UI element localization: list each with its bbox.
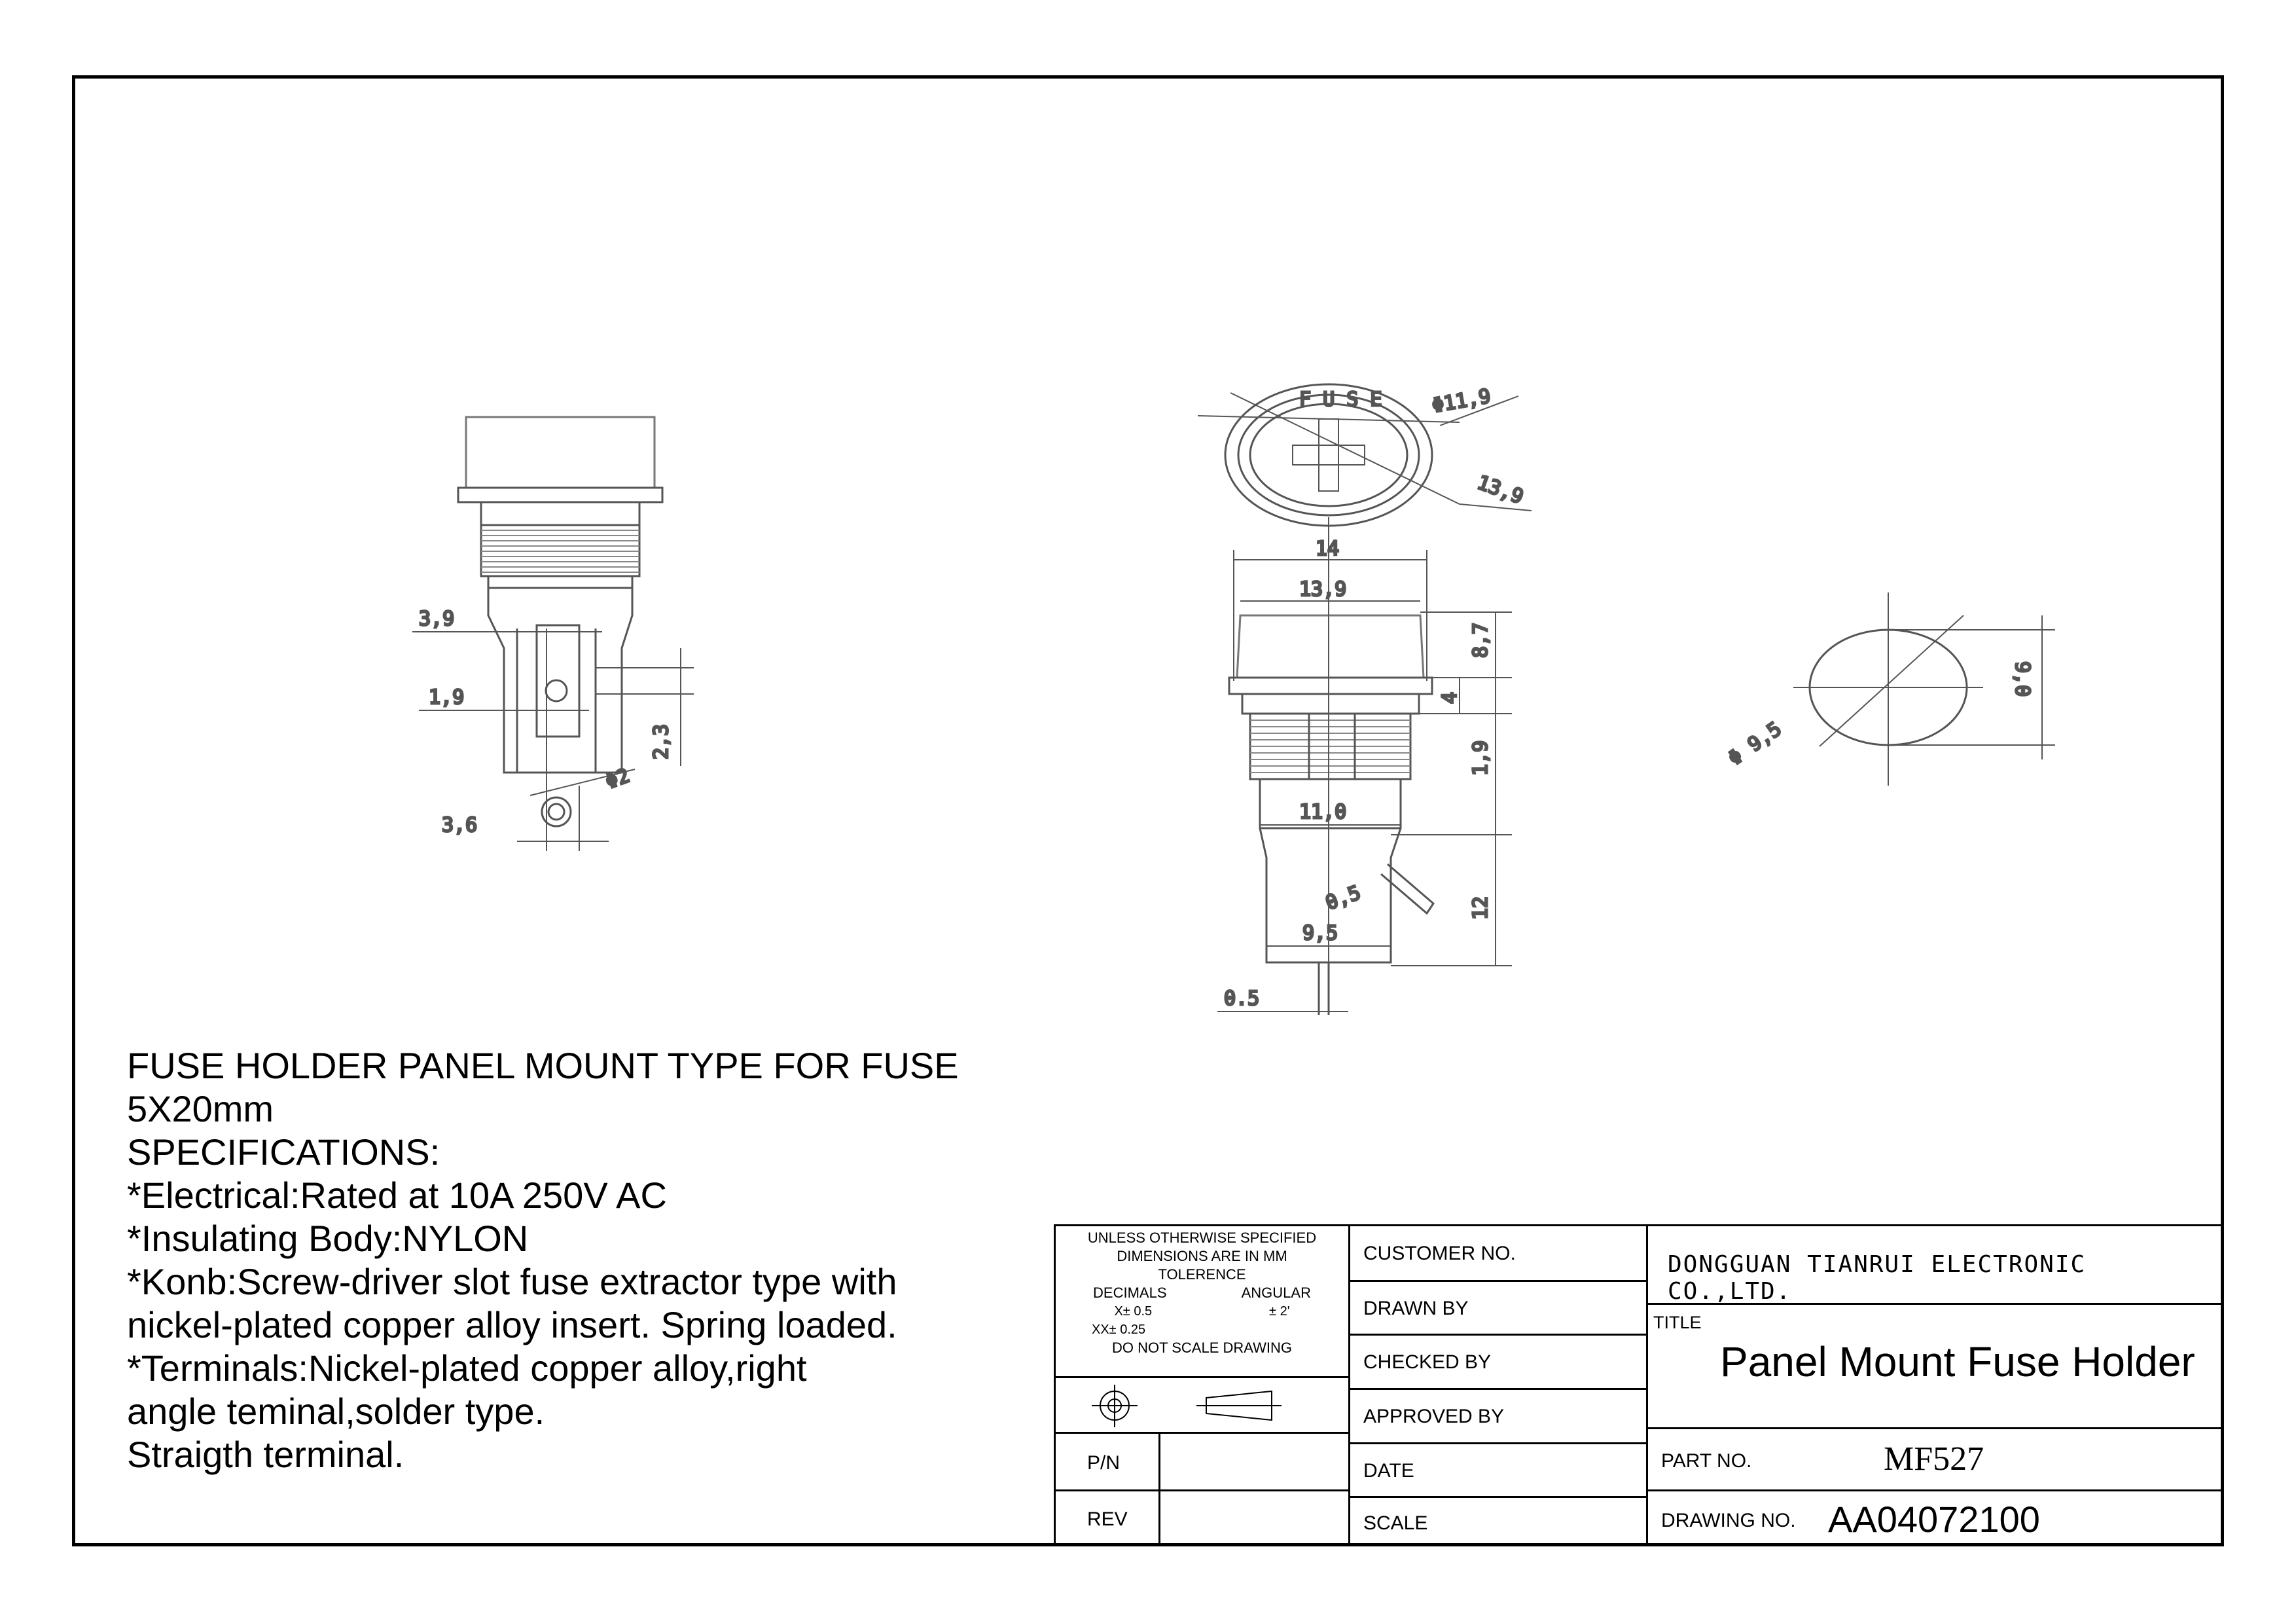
rev-value-cell (1158, 1489, 1348, 1546)
pn-label-cell: P/N (1054, 1432, 1158, 1489)
dim-side-3-6: 3,6 (442, 814, 477, 837)
tolerance-note-3: TOLERENCE (1158, 1266, 1246, 1283)
rev-label-cell: REV (1054, 1489, 1158, 1546)
dim-front-0-5-bottom: 0.5 (1224, 987, 1259, 1010)
dim-front-14: 14 (1316, 538, 1339, 560)
drawn-by-cell: DRAWN BY (1348, 1280, 1646, 1334)
rev-label: REV (1087, 1508, 1128, 1530)
angular-label: ANGULAR (1241, 1285, 1311, 1301)
spec-line: FUSE HOLDER PANEL MOUNT TYPE FOR FUSE (127, 1045, 959, 1086)
spec-line: SPECIFICATIONS: (127, 1131, 440, 1173)
panel-cutout (1793, 593, 2055, 786)
do-not-scale: DO NOT SCALE DRAWING (1111, 1340, 1293, 1356)
checked-by-label: CHECKED BY (1363, 1351, 1492, 1373)
pn-label: P/N (1087, 1452, 1121, 1474)
customer-no-cell: CUSTOMER NO. (1348, 1224, 1646, 1280)
drawing-frame (72, 75, 2224, 1546)
xx-tolerance: XX± 0.25 (1092, 1322, 1146, 1337)
projection-symbol-icon (1092, 1385, 1282, 1427)
projection-symbol-cell (1054, 1376, 1348, 1432)
dim-top-13-9: 13,9 (1474, 471, 1526, 509)
angular-tolerance: ± 2' (1269, 1304, 1290, 1319)
tolerance-note-2: DIMENSIONS ARE IN MM (1117, 1248, 1287, 1264)
scale-label: SCALE (1363, 1512, 1428, 1534)
drawing-title: Panel Mount Fuse Holder (1720, 1338, 2195, 1385)
pn-value-cell (1158, 1432, 1348, 1489)
decimals-label: DECIMALS (1093, 1285, 1167, 1301)
checked-by-cell: CHECKED BY (1348, 1334, 1646, 1388)
title-block: UNLESS OTHERWISE SPECIFIED DIMENSIONS AR… (1054, 1224, 2224, 1546)
cap-marking: F U S E (1299, 388, 1382, 411)
dim-front-8-7: 8,7 (1469, 623, 1492, 658)
part-no-label: PART NO. (1661, 1450, 1752, 1472)
spec-line: Straigth terminal. (127, 1434, 404, 1475)
approved-by-cell: APPROVED BY (1348, 1388, 1646, 1442)
approved-by-label: APPROVED BY (1363, 1406, 1505, 1427)
spec-line: nickel-plated copper alloy insert. Sprin… (127, 1304, 897, 1345)
side-view (412, 416, 694, 851)
dim-cutout-9-0: 9,0 (2011, 661, 2034, 697)
top-view (1197, 383, 1532, 527)
date-cell: DATE (1348, 1442, 1646, 1496)
part-no-cell: PART NO. MF527 (1646, 1427, 2224, 1489)
drawing-no-cell: DRAWING NO. AA04072100 (1646, 1489, 2224, 1546)
spec-line: *Konb:Screw-driver slot fuse extractor t… (127, 1261, 897, 1302)
spec-line: 5X20mm (127, 1088, 274, 1129)
drawn-by-label: DRAWN BY (1363, 1298, 1469, 1319)
dim-cutout-phi9-5: Φ 9,5 (1725, 718, 1786, 770)
dim-side-2-3: 2,3 (650, 724, 673, 759)
dim-top-phi11-9: Φ11,9 (1430, 385, 1492, 418)
dim-side-phi2: Φ2 (603, 764, 633, 793)
spec-line: *Terminals:Nickel-plated copper alloy,ri… (127, 1347, 807, 1389)
title-label: TITLE (1653, 1313, 1702, 1332)
dim-front-9-5: 9,5 (1302, 922, 1338, 945)
dim-side-1-9: 1,9 (429, 686, 464, 709)
company-name: DONGGUAN TIANRUI ELECTRONIC CO.,LTD. (1668, 1251, 2087, 1305)
front-view (1217, 517, 1512, 1015)
dim-front-1-9: 1,9 (1469, 740, 1492, 776)
scale-cell: SCALE (1348, 1496, 1646, 1546)
x-tolerance: X± 0.5 (1114, 1304, 1153, 1319)
dim-front-4: 4 (1439, 692, 1462, 704)
drawing-no-label: DRAWING NO. (1661, 1510, 1796, 1531)
dim-side-3-9: 3,9 (419, 608, 454, 630)
part-no-value: MF527 (1884, 1440, 1984, 1478)
dim-front-13-9: 13,9 (1299, 578, 1346, 601)
dim-front-12: 12 (1469, 896, 1492, 920)
company-cell: DONGGUAN TIANRUI ELECTRONIC CO.,LTD. (1646, 1224, 2224, 1305)
tolerance-note-1: UNLESS OTHERWISE SPECIFIED (1087, 1230, 1317, 1246)
dim-front-11-0: 11,0 (1299, 801, 1346, 824)
spec-line: angle teminal,solder type. (127, 1391, 545, 1432)
drawing-no-value: AA04072100 (1828, 1499, 2040, 1540)
customer-no-label: CUSTOMER NO. (1363, 1243, 1516, 1264)
spec-line: *Electrical:Rated at 10A 250V AC (127, 1175, 667, 1216)
date-label: DATE (1363, 1460, 1414, 1482)
tolerance-cell: UNLESS OTHERWISE SPECIFIED DIMENSIONS AR… (1054, 1224, 1348, 1376)
spec-line: *Insulating Body:NYLON (127, 1218, 529, 1259)
title-cell: TITLE Panel Mount Fuse Holder (1646, 1303, 2224, 1427)
specifications-block: FUSE HOLDER PANEL MOUNT TYPE FOR FUSE 5X… (127, 1044, 1076, 1476)
